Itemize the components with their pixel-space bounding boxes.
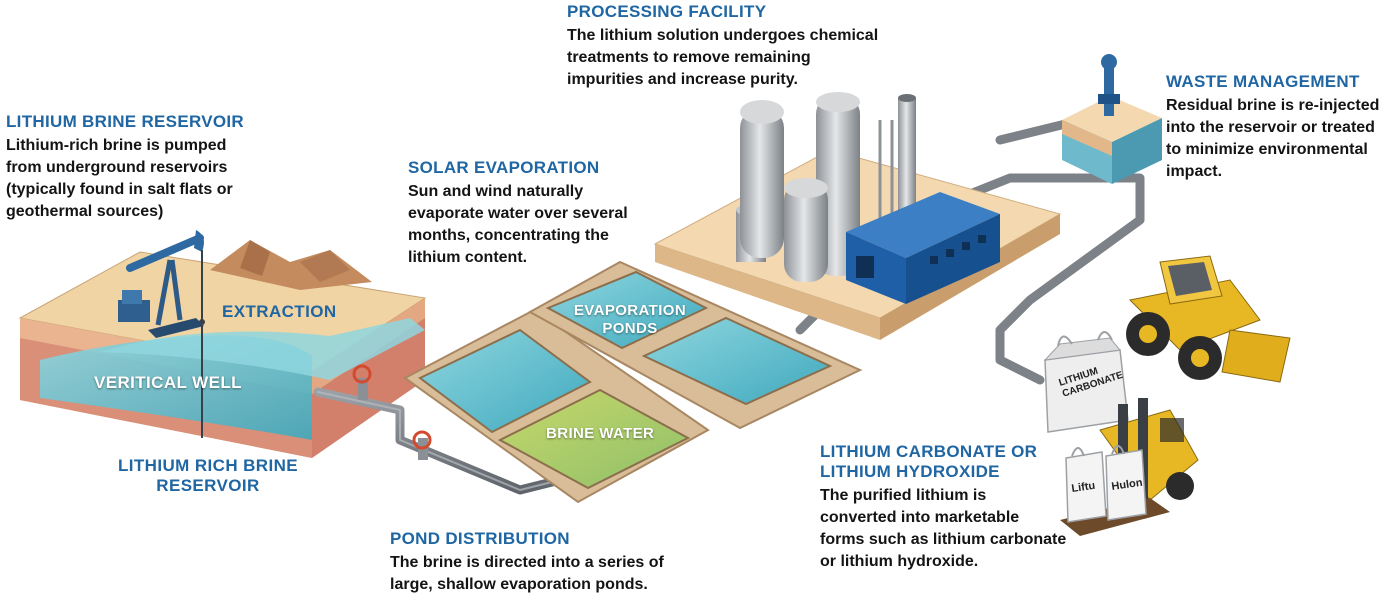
reservoir-terrain-block xyxy=(18,240,427,458)
solar-heading: SOLAR EVAPORATION xyxy=(408,158,600,177)
section-processing-facility: PROCESSING FACILITY The lithium solution… xyxy=(567,2,927,91)
section-solar-evaporation: SOLAR EVAPORATION Sun and wind naturally… xyxy=(408,158,668,269)
label-brine-water: BRINE WATER xyxy=(546,425,655,442)
processing-heading: PROCESSING FACILITY xyxy=(567,2,767,21)
waste-heading: WASTE MANAGEMENT xyxy=(1166,72,1360,91)
product-heading: LITHIUM CARBONATE OR LITHIUM HYDROXIDE xyxy=(820,442,1038,481)
pump-jack-icon xyxy=(118,230,205,438)
section-waste-management: WASTE MANAGEMENT Residual brine is re-in… xyxy=(1166,72,1396,183)
label-vertical-well: VERITICAL WELL xyxy=(94,373,242,392)
valve-icon xyxy=(352,364,432,460)
processing-description: The lithium solution undergoes chemical … xyxy=(567,27,879,88)
section-lithium-product: LITHIUM CARBONATE OR LITHIUM HYDROXIDE T… xyxy=(820,442,1090,573)
factory-building-icon xyxy=(846,192,1000,304)
distribution-description: The brine is directed into a series of l… xyxy=(390,554,664,593)
wheel-loader-icon xyxy=(1126,255,1291,383)
waste-injection-block xyxy=(1062,54,1162,184)
reservoir-description: Lithium-rich brine is pumped from underg… xyxy=(6,137,233,220)
section-reservoir: LITHIUM BRINE RESERVOIR Lithium-rich bri… xyxy=(6,112,296,223)
label-rich-brine-reservoir: LITHIUM RICH BRINE RESERVOIR xyxy=(117,456,299,495)
label-extraction: EXTRACTION xyxy=(222,302,337,321)
small-bulk-bags xyxy=(1065,445,1147,523)
bulk-bag-icon xyxy=(1043,331,1129,433)
label-evaporation-ponds: EVAPORATION PONDS xyxy=(573,302,687,337)
chimney-icon xyxy=(898,94,916,228)
waste-description: Residual brine is re-injected into the r… xyxy=(1166,97,1380,180)
solar-description: Sun and wind naturally evaporate water o… xyxy=(408,183,628,266)
bag-label-small-2: Hulon xyxy=(1111,477,1144,493)
evaporation-ponds-field xyxy=(403,260,863,504)
product-description: The purified lithium is converted into m… xyxy=(820,487,1067,570)
bag-label-small-1: Liftu xyxy=(1071,480,1096,495)
distribution-heading: POND DISTRIBUTION xyxy=(390,529,570,548)
section-pond-distribution: POND DISTRIBUTION The brine is directed … xyxy=(390,529,720,596)
reservoir-heading: LITHIUM BRINE RESERVOIR xyxy=(6,112,244,131)
